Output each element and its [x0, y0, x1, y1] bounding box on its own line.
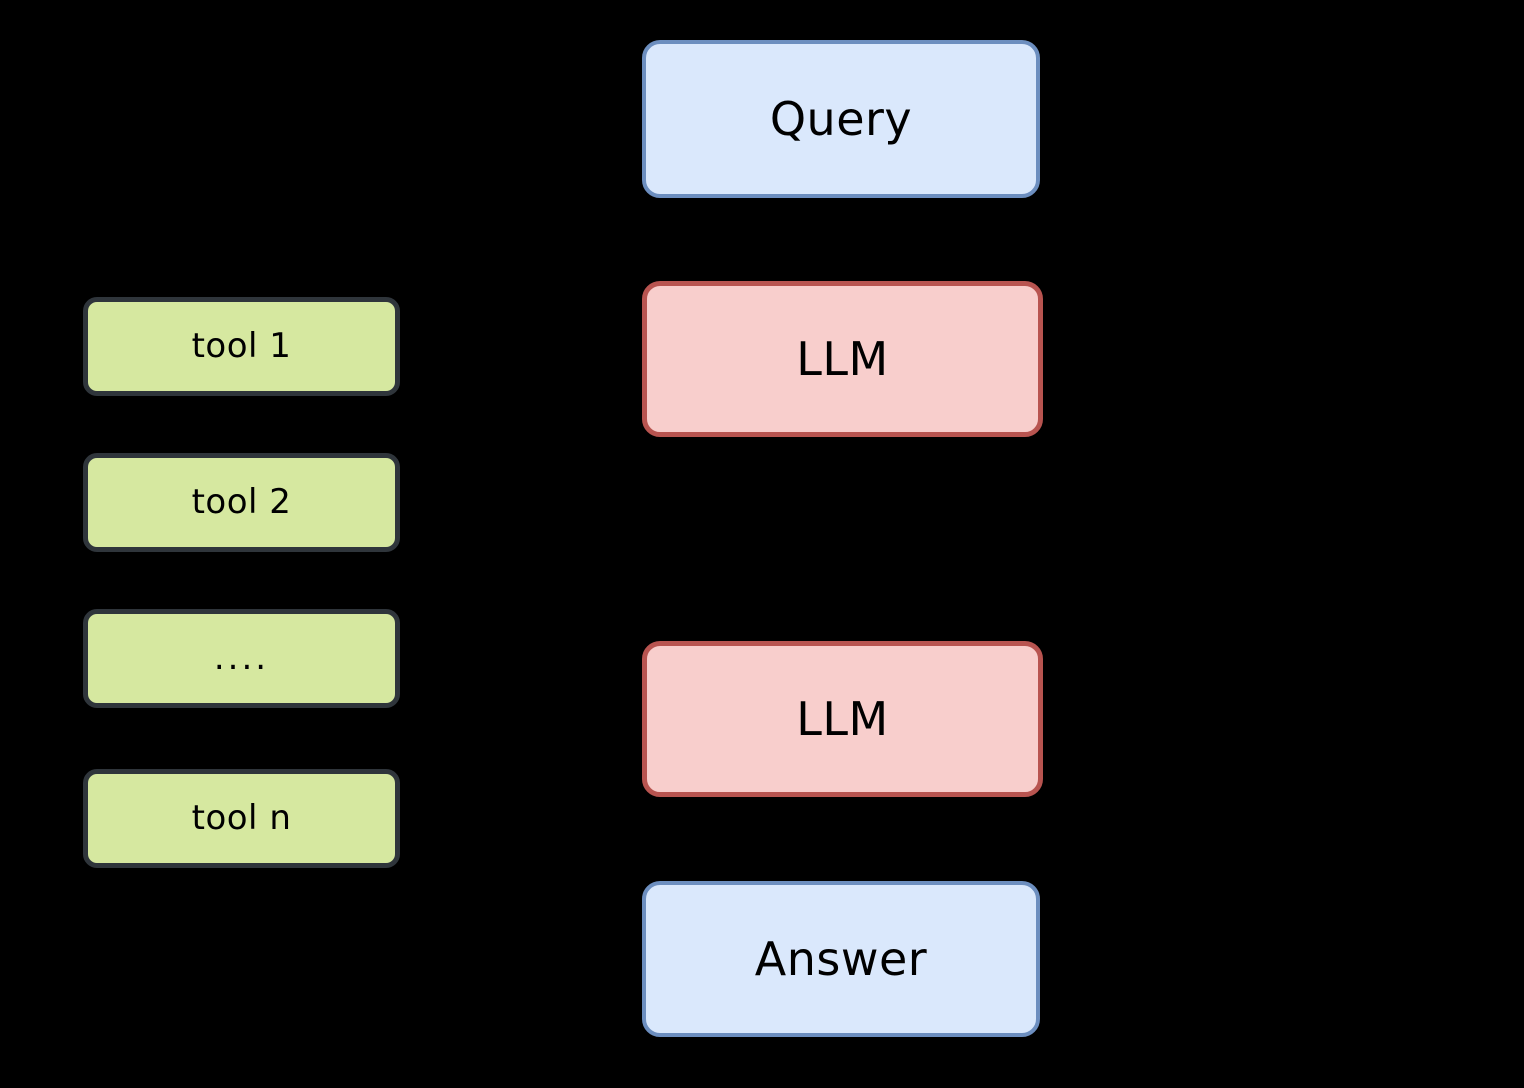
node-llm-second-label: LLM — [796, 691, 889, 746]
node-tool-ellipsis[interactable]: .... — [83, 609, 400, 708]
node-answer-label: Answer — [754, 931, 928, 986]
node-tool-1-label: tool 1 — [191, 325, 292, 366]
node-answer[interactable]: Answer — [642, 881, 1040, 1037]
node-tool-n-label: tool n — [191, 797, 292, 838]
node-tool-2[interactable]: tool 2 — [83, 453, 400, 552]
node-query[interactable]: Query — [642, 40, 1040, 198]
node-llm-second[interactable]: LLM — [642, 641, 1043, 797]
node-tool-2-label: tool 2 — [191, 481, 292, 522]
node-tool-ellipsis-label: .... — [213, 637, 270, 678]
node-tool-1[interactable]: tool 1 — [83, 297, 400, 396]
node-llm-first[interactable]: LLM — [642, 281, 1043, 437]
node-tool-n[interactable]: tool n — [83, 769, 400, 868]
node-query-label: Query — [769, 91, 913, 146]
node-llm-first-label: LLM — [796, 331, 889, 386]
